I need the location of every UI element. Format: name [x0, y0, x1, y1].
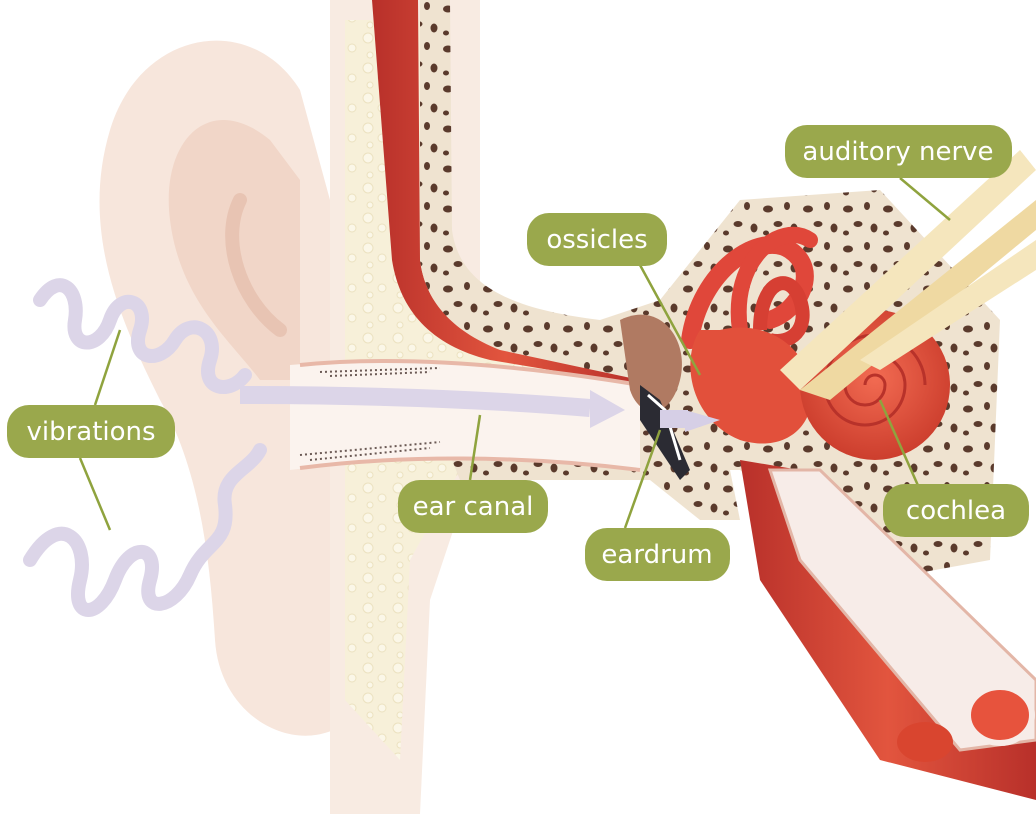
label-vibrations: vibrations — [7, 405, 175, 458]
label-ear-canal: ear canal — [398, 480, 548, 533]
label-vibrations-text: vibrations — [26, 417, 155, 447]
label-ossicles-text: ossicles — [546, 225, 647, 255]
label-cochlea: cochlea — [883, 484, 1029, 537]
label-auditory-nerve: auditory nerve — [785, 125, 1012, 178]
label-ossicles: ossicles — [527, 213, 667, 266]
label-cochlea-text: cochlea — [906, 496, 1006, 526]
label-eardrum-text: eardrum — [601, 540, 712, 570]
label-auditory-nerve-text: auditory nerve — [802, 137, 993, 167]
label-eardrum: eardrum — [585, 528, 730, 581]
label-ear-canal-text: ear canal — [413, 492, 534, 522]
